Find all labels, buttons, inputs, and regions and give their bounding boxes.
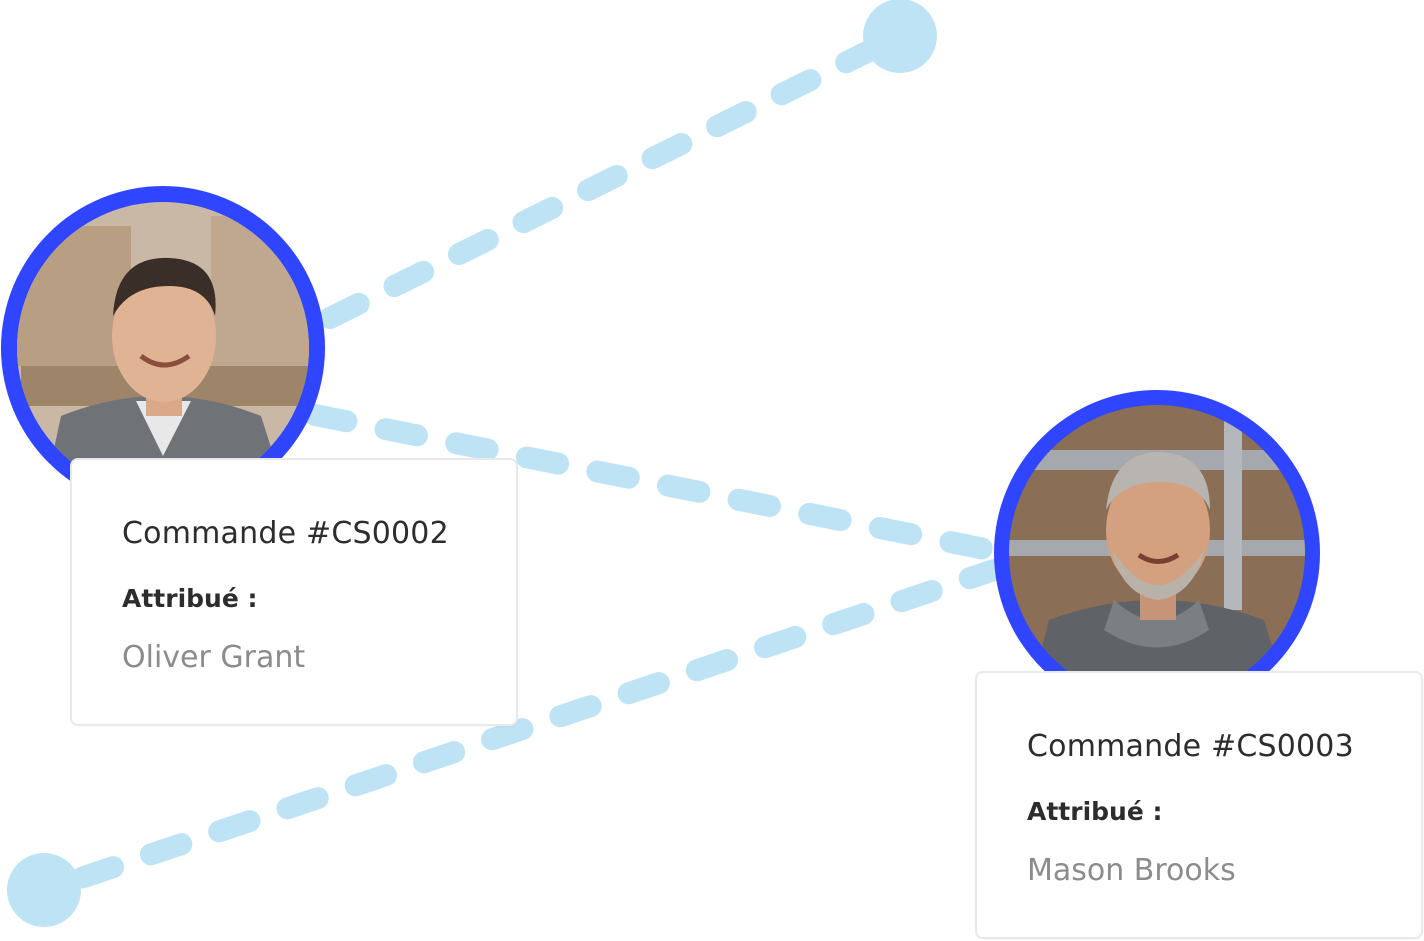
connector-to-bottom-node [64, 557, 1011, 891]
top-node-dot [863, 0, 937, 73]
bottom-node-dot [7, 853, 81, 927]
connector-to-top-node [319, 37, 886, 329]
assigned-label: Attribué : [122, 584, 258, 613]
assigned-label: Attribué : [1027, 797, 1163, 826]
avatar-mason-brooks [994, 390, 1320, 716]
assignee-name: Oliver Grant [122, 640, 306, 675]
person-photo-icon [1009, 405, 1305, 701]
assignee-name: Mason Brooks [1027, 853, 1236, 888]
order-title: Commande #CS0003 [1027, 729, 1354, 764]
order-title: Commande #CS0002 [122, 516, 449, 551]
connector-between-orders [304, 404, 1011, 563]
order-card-cs0002[interactable]: Commande #CS0002 Attribué : Oliver Grant [70, 458, 518, 726]
order-card-cs0003[interactable]: Commande #CS0003 Attribué : Mason Brooks [975, 671, 1423, 939]
